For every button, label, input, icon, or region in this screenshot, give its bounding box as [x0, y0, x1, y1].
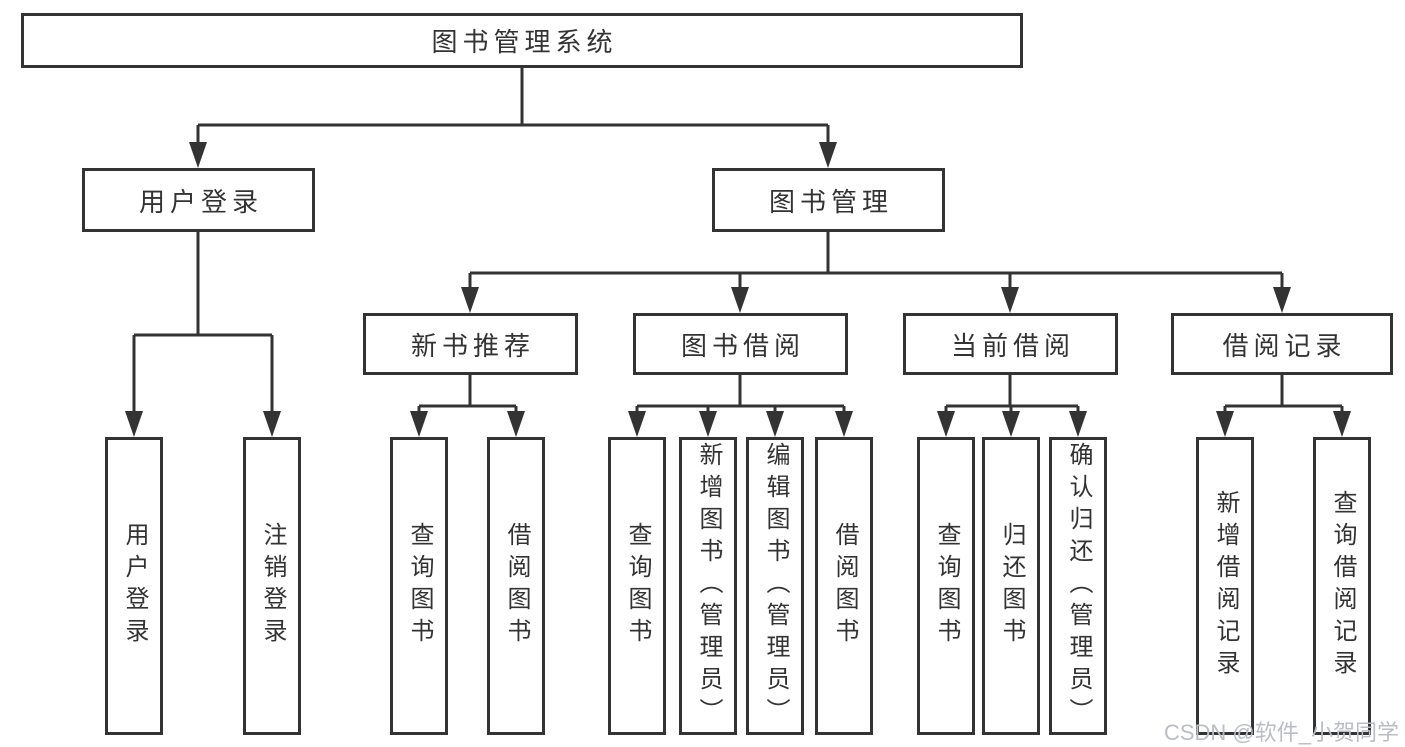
- csdn-watermark: CSDN @软件_小贺同学: [1163, 720, 1399, 745]
- node-current-borrowing: 当前借阅: [903, 313, 1118, 375]
- leaf-logout: 注销登录: [243, 437, 301, 735]
- arrowhead-icons: [125, 142, 1351, 437]
- node-book-borrowing: 图书借阅: [633, 313, 848, 375]
- node-user-login: 用户登录: [82, 168, 315, 232]
- leaf-br-add-record: 新增借阅记录: [1196, 437, 1254, 735]
- leaf-bb-query-books: 查询图书: [608, 437, 666, 735]
- leaf-user-login: 用户登录: [105, 437, 163, 735]
- leaf-bb-borrow-books: 借阅图书: [815, 437, 873, 735]
- leaf-cb-query-books: 查询图书: [917, 437, 975, 735]
- node-root: 图书管理系统: [21, 13, 1023, 68]
- leaf-cb-confirm-return-admin: 确认归还（管理员）: [1049, 437, 1107, 735]
- leaf-bb-edit-books-admin: 编辑图书（管理员）: [746, 437, 804, 735]
- leaf-nbr-borrow-books: 借阅图书: [487, 437, 545, 735]
- leaf-br-query-record: 查询借阅记录: [1313, 437, 1371, 735]
- node-new-book-recommend: 新书推荐: [363, 313, 578, 375]
- leaf-nbr-query-books: 查询图书: [390, 437, 448, 735]
- node-borrowing-records: 借阅记录: [1171, 313, 1393, 375]
- leaf-cb-return-books: 归还图书: [982, 437, 1040, 735]
- node-book-management: 图书管理: [712, 168, 945, 232]
- leaf-bb-add-books-admin: 新增图书（管理员）: [679, 437, 737, 735]
